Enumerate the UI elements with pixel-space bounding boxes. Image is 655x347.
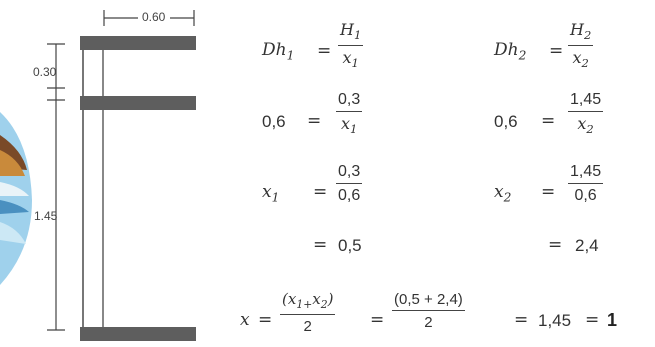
frac-r2s3: 1,45 0,6 — [568, 163, 604, 205]
eq-r1-result: 0,5 — [338, 236, 362, 255]
frac-r2s2: 1,45 x2 — [568, 91, 604, 137]
horizontal-dimension — [103, 10, 195, 26]
eq-r1-result-equals: = — [313, 235, 328, 255]
eq-dh1-equals: = — [317, 41, 332, 61]
eq-r2s2-equals: = — [541, 111, 556, 131]
shelf-top — [80, 36, 196, 50]
frac-dh1: H1 x1 — [338, 20, 364, 70]
vertical-dimension — [47, 43, 65, 331]
eq-r2s2-lhs: 0,6 — [494, 112, 518, 131]
eq-final-lhs: x — [240, 310, 250, 330]
globe-band-orange — [0, 150, 25, 176]
dim-label-top-width: 0.60 — [142, 10, 166, 24]
eq-final-rounded: 1 — [607, 310, 618, 330]
globe-band-light — [0, 222, 26, 244]
eq-final-value: 1,45 — [538, 311, 572, 330]
frac-r1s2: 0,3 x1 — [336, 91, 363, 137]
dim-label-gap-top: 0.30 — [33, 65, 57, 79]
eq-r1s2-lhs: 0,6 — [262, 112, 286, 131]
eq-dh1-lhs: Dh1 — [262, 40, 295, 63]
eq-final-equals-3: = — [514, 310, 529, 330]
frac-r1s3: 0,3 0,6 — [336, 163, 363, 205]
frac-dh2: H2 x2 — [568, 20, 594, 70]
eq-dh2-lhs: Dh2 — [494, 40, 527, 63]
eq-r1s2-equals: = — [307, 111, 322, 131]
eq-r1s3-lhs: x1 — [262, 182, 280, 205]
shelf-bottom — [80, 327, 196, 341]
eq-final-equals-1: = — [258, 310, 273, 330]
frac-final-2: (0,5 + 2,4) 2 — [392, 291, 465, 332]
dimension-diagram — [0, 10, 196, 341]
post-inner — [102, 40, 104, 340]
eq-r2-result-equals: = — [548, 235, 563, 255]
frac-final-1: (x1+x2) 2 — [280, 290, 336, 335]
shelf-middle — [80, 96, 196, 110]
globe-outer — [0, 112, 32, 285]
post-left-edge — [82, 40, 84, 340]
globe-band-blue — [0, 200, 29, 214]
globe-band-white — [0, 182, 29, 196]
eq-dh2-equals: = — [549, 41, 564, 61]
globe-illustration — [0, 112, 32, 285]
eq-final-equals-4: = — [585, 310, 600, 330]
eq-final-equals-2: = — [370, 310, 385, 330]
eq-r1s3-equals: = — [313, 182, 328, 202]
dim-label-gap-bottom: 1.45 — [34, 209, 58, 223]
eq-r2s3-equals: = — [541, 182, 556, 202]
eq-r2-result: 2,4 — [575, 236, 599, 255]
eq-r2s3-lhs: x2 — [494, 182, 512, 205]
